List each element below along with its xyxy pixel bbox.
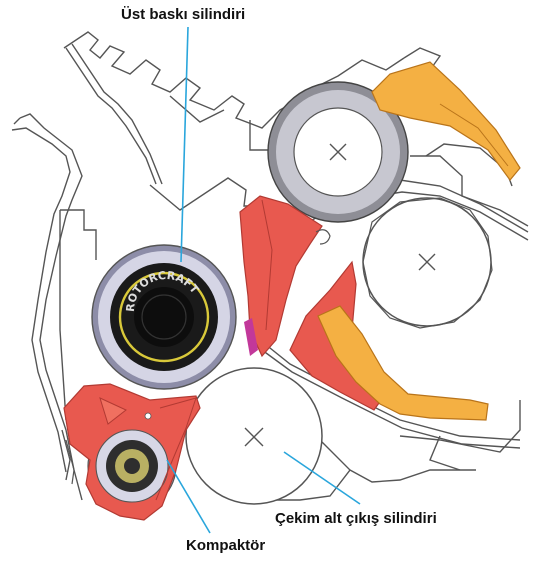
top-print-roller: ROTORCRAFT	[92, 245, 236, 389]
label-bottom-exit-roller: Çekim alt çıkış silindiri	[275, 510, 437, 527]
upper-right-roller	[363, 198, 492, 328]
orange-guide-right	[318, 306, 488, 420]
pointer-top-roller	[181, 27, 188, 262]
compactor-body	[64, 384, 200, 520]
label-compactor: Kompaktör	[186, 537, 265, 554]
label-top-print-roller: Üst baskı silindiri	[121, 6, 245, 23]
bottom-exit-roller	[186, 368, 322, 504]
